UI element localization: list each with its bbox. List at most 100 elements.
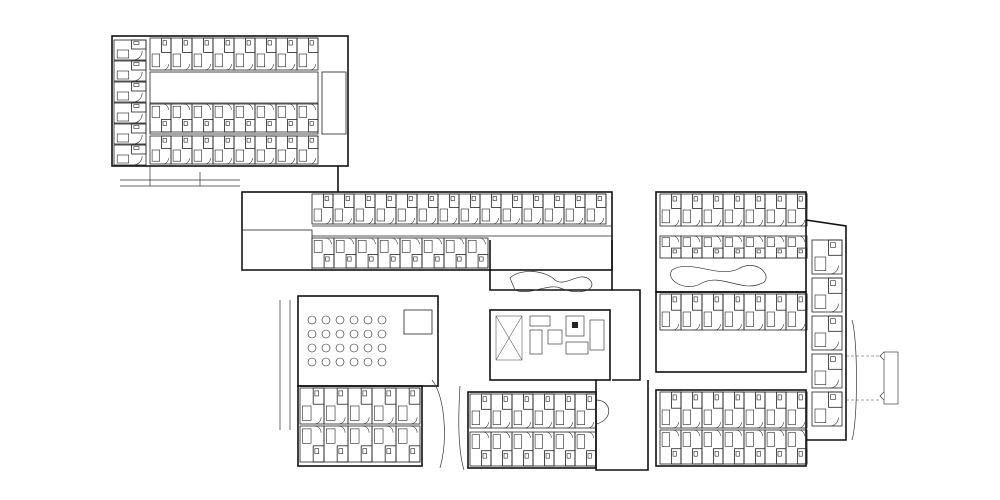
- door-swing: [362, 425, 370, 433]
- resident-room: [395, 193, 418, 225]
- resident-room: [355, 237, 379, 269]
- door-swing: [309, 103, 316, 110]
- bed: [787, 311, 796, 327]
- bed: [703, 432, 712, 447]
- door-swing: [545, 431, 552, 438]
- resident-room: [437, 193, 460, 225]
- bed: [214, 105, 223, 118]
- resident-room: [659, 235, 682, 259]
- resident-room: [149, 37, 172, 71]
- door-swing: [482, 431, 489, 438]
- room-row-east-lower: [659, 293, 808, 331]
- toilet: [513, 196, 518, 201]
- toilet: [204, 40, 209, 46]
- door-swing: [693, 235, 700, 242]
- door-swing: [479, 237, 486, 245]
- bed: [398, 428, 408, 444]
- bed: [313, 240, 323, 253]
- kitchen-unit: [565, 341, 589, 355]
- resident-room: [113, 81, 147, 103]
- toilet: [576, 196, 581, 201]
- bed: [193, 105, 202, 118]
- toilet: [183, 121, 188, 126]
- door-swing: [566, 422, 573, 429]
- door-swing: [338, 417, 346, 425]
- door-swing: [798, 429, 805, 436]
- toilet: [693, 196, 698, 202]
- south-central-wing: [458, 385, 597, 471]
- resident-room: [233, 103, 256, 133]
- resident-room: [296, 135, 319, 165]
- door-swing: [386, 425, 394, 433]
- dining-table: [349, 315, 359, 325]
- kitchen-unit: [529, 329, 543, 355]
- resident-room: [377, 237, 401, 269]
- door-swing: [777, 422, 784, 429]
- door-swing: [693, 324, 700, 331]
- toilet: [314, 390, 320, 397]
- door-swing: [133, 156, 143, 166]
- resident-room: [323, 387, 349, 425]
- door-swing: [798, 324, 805, 331]
- toilet: [587, 453, 592, 459]
- door-swing: [309, 158, 316, 165]
- door-swing: [314, 425, 322, 433]
- bed: [814, 408, 827, 423]
- toilet: [735, 249, 740, 254]
- resident-room: [395, 387, 421, 425]
- kitchen-unit: [547, 329, 563, 345]
- bed: [116, 70, 130, 80]
- bed: [355, 208, 364, 222]
- resident-room: [743, 429, 766, 465]
- toilet: [225, 40, 230, 46]
- resident-room: [542, 193, 565, 225]
- resident-room: [743, 235, 766, 259]
- door-swing: [566, 431, 573, 438]
- resident-room: [659, 429, 682, 465]
- toilet: [482, 396, 487, 402]
- toilet: [693, 451, 698, 457]
- toilet: [347, 256, 352, 262]
- resident-room: [299, 425, 325, 463]
- room-column-west: [113, 39, 147, 166]
- door-swing: [345, 218, 352, 225]
- door-swing: [133, 114, 143, 124]
- bed: [544, 208, 553, 222]
- door-swing: [693, 429, 700, 436]
- resident-room: [553, 431, 576, 467]
- door-swing: [735, 422, 742, 429]
- resident-room: [311, 193, 334, 225]
- toilet: [503, 453, 508, 459]
- door-swing: [347, 237, 354, 245]
- door-swing: [756, 324, 763, 331]
- door-swing: [204, 158, 211, 165]
- resident-room: [811, 277, 843, 313]
- door-swing: [183, 158, 190, 165]
- door-swing: [672, 235, 679, 242]
- bed: [814, 256, 827, 271]
- bed: [151, 53, 160, 68]
- toilet: [545, 453, 550, 459]
- toilet: [246, 121, 251, 126]
- bed: [682, 237, 691, 247]
- door-swing: [288, 64, 295, 71]
- toilet: [288, 121, 293, 126]
- toilet: [714, 394, 719, 401]
- room-row-south: [149, 135, 319, 165]
- kitchen-equipment: [529, 315, 605, 355]
- room-row-central-corridor: [311, 237, 489, 269]
- resident-room: [811, 391, 843, 427]
- door-swing: [672, 429, 679, 436]
- dining-table: [321, 315, 331, 325]
- toilet: [735, 451, 740, 457]
- bed: [534, 434, 543, 449]
- toilet: [756, 296, 761, 303]
- door-swing: [829, 265, 839, 275]
- bed: [256, 53, 265, 68]
- door-swing: [829, 379, 839, 389]
- toilet: [693, 296, 698, 303]
- southwest-wing: [279, 300, 445, 469]
- kitchen-unit: [529, 315, 551, 327]
- toilet: [162, 40, 167, 46]
- resident-room: [374, 193, 397, 225]
